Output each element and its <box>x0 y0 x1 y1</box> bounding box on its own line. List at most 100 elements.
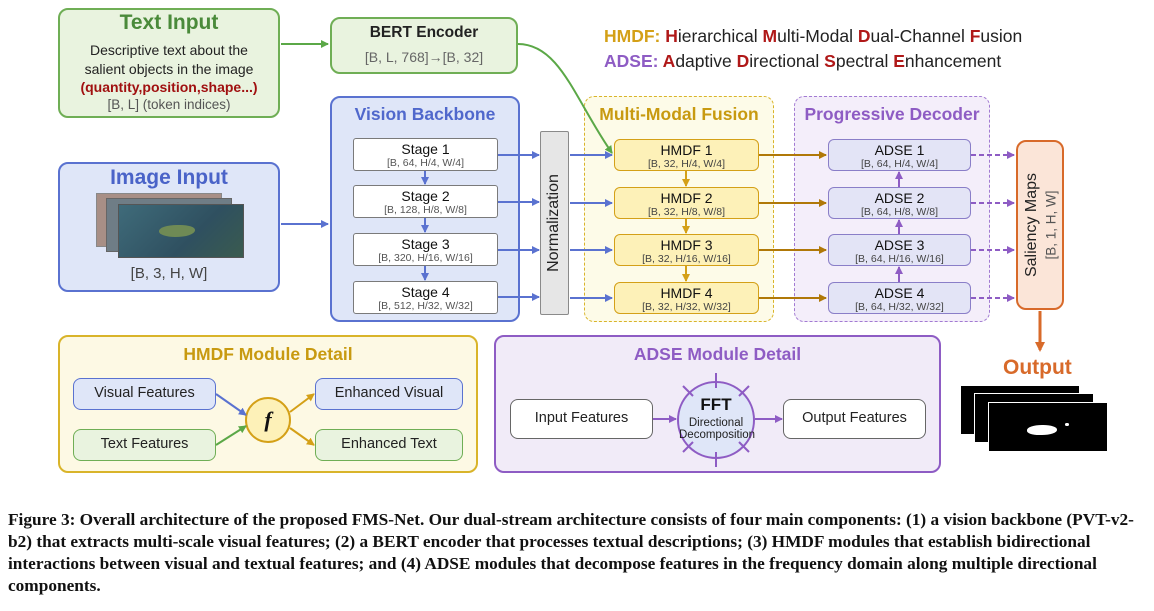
adse-block-4: ADSE 4[B, 64, H/32, W/32] <box>828 282 971 314</box>
arrow-f-to-enhanced-text <box>289 427 315 446</box>
adse-word-cap-1: D <box>736 51 750 71</box>
adse-4-shape: [B, 64, H/32, W/32] <box>855 301 944 313</box>
stage-1-name: Stage 1 <box>401 141 450 157</box>
hmdf-word-cap-3: F <box>969 26 981 46</box>
input-image-stack <box>96 193 244 258</box>
adse-1-shape: [B, 64, H/4, W/4] <box>860 158 939 170</box>
figure-caption: Figure 3: Overall architecture of the pr… <box>8 510 1134 595</box>
bert-encoder-shape: [B, L, 768]→[B, 32] <box>364 49 484 65</box>
legend-adse: ADSE: Adaptive Directional Spectral Enha… <box>604 51 1001 72</box>
hmdf-block-3: HMDF 3[B, 32, H/16, W/16] <box>614 234 759 266</box>
legend-adse-expansion: Adaptive Directional Spectral Enhancemen… <box>663 51 1002 71</box>
visual-features-pill: Visual Features <box>73 378 216 410</box>
adse-block-1: ADSE 1[B, 64, H/4, W/4] <box>828 139 971 171</box>
hmdf-word-cap-1: M <box>762 26 778 46</box>
image-input-shape: [B, 3, H, W] <box>130 265 208 282</box>
text-input-shape: [B, L] (token indices) <box>107 97 231 112</box>
mask-blob <box>1027 425 1057 435</box>
adse-block-3: ADSE 3[B, 64, H/16, W/16] <box>828 234 971 266</box>
legend-adse-abbr: ADSE: <box>604 51 659 71</box>
fft-sublabel-1: Directional <box>688 417 744 429</box>
adse-word-rest-1: irectional <box>749 51 825 71</box>
adse-4-name: ADSE 4 <box>874 285 925 301</box>
enhanced-visual-pill: Enhanced Visual <box>315 378 463 410</box>
adse-word-cap-0: A <box>662 51 676 71</box>
hmdf-word-rest-3: usion <box>980 26 1023 46</box>
vision-backbone-title: Vision Backbone <box>354 104 496 124</box>
stage-3-name: Stage 3 <box>401 236 450 252</box>
adse-block-2: ADSE 2[B, 64, H/8, W/8] <box>828 187 971 219</box>
hmdf-block-4: HMDF 4[B, 32, H/32, W/32] <box>614 282 759 314</box>
stage-2: Stage 2[B, 128, H/8, W/8] <box>353 185 498 218</box>
arrow-f-to-enhanced-visual <box>289 393 315 413</box>
hmdf-word-rest-2: ual-Channel <box>870 26 970 46</box>
adse-word-rest-2: pectral <box>835 51 894 71</box>
arrow-bert-to-hmdf1 <box>517 43 613 154</box>
stage-3-shape: [B, 320, H/16, W/16] <box>378 252 473 264</box>
output-mask-front <box>988 402 1108 452</box>
fusion-title: Multi-Modal Fusion <box>599 104 759 124</box>
hmdf-3-shape: [B, 32, H/16, W/16] <box>642 253 731 265</box>
hmdf-block-1: HMDF 1[B, 32, H/4, W/4] <box>614 139 759 171</box>
adse-detail-title: ADSE Module Detail <box>633 344 802 364</box>
adse-word-rest-3: nhancement <box>904 51 1002 71</box>
adse-2-shape: [B, 64, H/8, W/8] <box>860 206 939 218</box>
text-input-desc-2: salient objects in the image <box>84 61 254 77</box>
stage-4-name: Stage 4 <box>401 284 450 300</box>
adse-word-cap-3: E <box>893 51 905 71</box>
stage-3: Stage 3[B, 320, H/16, W/16] <box>353 233 498 266</box>
hmdf-detail-title: HMDF Module Detail <box>183 344 353 364</box>
hmdf-word-rest-1: ulti-Modal <box>777 26 858 46</box>
text-input-title: Text Input <box>119 11 219 34</box>
island-shape <box>159 225 195 237</box>
decoder-title: Progressive Decoder <box>804 104 980 124</box>
stage-1: Stage 1[B, 64, H/4, W/4] <box>353 138 498 171</box>
saliency-maps-box <box>1016 140 1064 310</box>
hmdf-block-2: HMDF 2[B, 32, H/8, W/8] <box>614 187 759 219</box>
fft-label: FFT <box>700 395 732 414</box>
arrow-text-to-f <box>215 425 247 446</box>
satellite-image-front <box>118 204 244 258</box>
adse-word-cap-2: S <box>824 51 836 71</box>
hmdf-word-cap-2: D <box>857 26 871 46</box>
hmdf-4-shape: [B, 32, H/32, W/32] <box>642 301 731 313</box>
hmdf-word-cap-0: H <box>665 26 678 46</box>
stage-2-shape: [B, 128, H/8, W/8] <box>384 204 467 216</box>
hmdf-word-rest-0: ierarchical <box>677 26 763 46</box>
stage-1-shape: [B, 64, H/4, W/4] <box>386 157 465 169</box>
legend-hmdf: HMDF: Hierarchical Multi-Modal Dual-Chan… <box>604 26 1022 47</box>
legend-hmdf-abbr: HMDF: <box>604 26 661 46</box>
text-features-pill: Text Features <box>73 429 216 461</box>
output-label: Output <box>1003 356 1072 379</box>
hmdf-4-name: HMDF 4 <box>660 285 713 301</box>
bert-encoder-box <box>330 17 518 74</box>
adse-2-name: ADSE 2 <box>874 190 925 206</box>
normalization-box <box>540 131 569 315</box>
hmdf-2-name: HMDF 2 <box>660 190 713 206</box>
bert-encoder-title: BERT Encoder <box>369 24 479 41</box>
hmdf-2-shape: [B, 32, H/8, W/8] <box>647 206 726 218</box>
adse-3-shape: [B, 64, H/16, W/16] <box>855 253 944 265</box>
hmdf-1-shape: [B, 32, H/4, W/4] <box>647 158 726 170</box>
text-input-box <box>58 8 280 118</box>
stage-4: Stage 4[B, 512, H/32, W/32] <box>353 281 498 314</box>
adse-3-name: ADSE 3 <box>874 237 925 253</box>
output-mask-stack <box>960 385 1108 452</box>
fft-sublabel-2: Decomposition <box>679 429 756 441</box>
text-input-desc-1: Descriptive text about the <box>90 42 248 58</box>
output-features-pill: Output Features <box>783 399 926 439</box>
stage-4-shape: [B, 512, H/32, W/32] <box>378 300 473 312</box>
input-features-pill: Input Features <box>510 399 653 439</box>
legend-hmdf-expansion: Hierarchical Multi-Modal Dual-Channel Fu… <box>665 26 1022 46</box>
adse-1-name: ADSE 1 <box>874 142 925 158</box>
stage-2-name: Stage 2 <box>401 188 450 204</box>
hmdf-3-name: HMDF 3 <box>660 237 713 253</box>
fusion-function-node: f <box>245 397 291 443</box>
hmdf-1-name: HMDF 1 <box>660 142 713 158</box>
arrow-visual-to-f <box>215 393 247 416</box>
adse-word-rest-0: daptive <box>675 51 737 71</box>
fft-direction-ticks <box>682 373 750 467</box>
fusion-function-symbol: f <box>264 407 272 432</box>
image-input-title: Image Input <box>110 166 228 189</box>
